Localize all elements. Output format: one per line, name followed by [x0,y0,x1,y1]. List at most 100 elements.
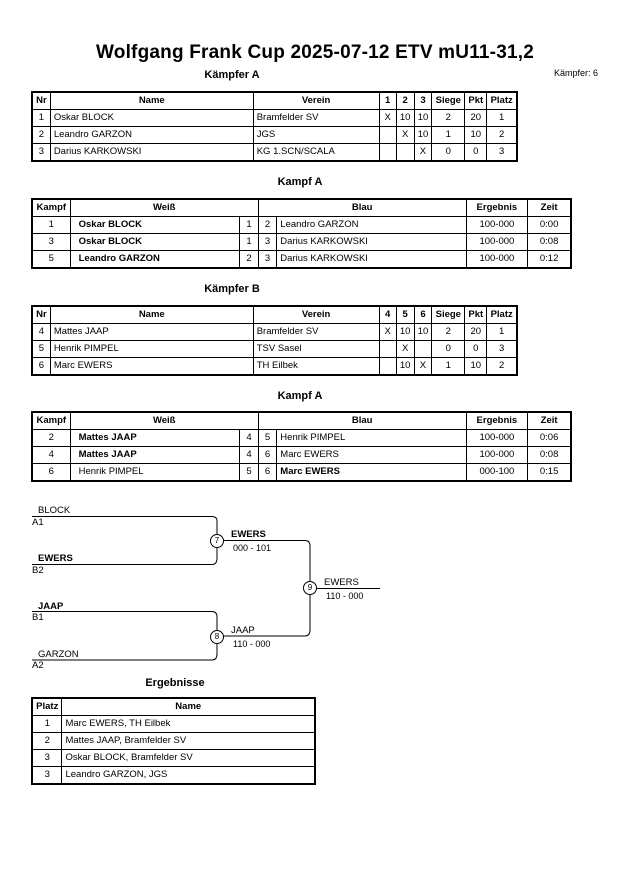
cell-name: Marc EWERS, TH Eilbek [61,715,316,733]
col-time: Zeit [527,411,572,430]
col-place: Platz [31,697,63,716]
col-club: Verein [252,305,380,324]
cell-name: Mattes JAAP [49,323,254,341]
cell-blue-fighter: Marc EWERS [276,446,467,464]
cell-place: 1 [486,109,518,127]
cell-r2: 10 [395,323,415,341]
cell-r2: X [395,340,415,358]
cell-time: 0:00 [527,216,572,234]
col-result: Ergebnis [465,198,529,217]
cell-fight-no: 6 [31,463,71,482]
col-points: Pkt [464,305,488,324]
cell-blue-fighter: Henrik PIMPEL [276,429,467,447]
cell-name: Darius KARKOWSKI [49,143,254,162]
col-white: Weiß [69,198,259,217]
bracket-slot2-name: EWERS [38,553,73,564]
cell-place: 3 [486,143,518,162]
fights-a-header-row: Kampf Weiß Blau Ergebnis Zeit [31,198,572,217]
match-7-node: 7 [210,534,224,548]
cell-club: Bramfelder SV [252,109,380,127]
cell-place: 3 [31,749,63,767]
cell-white-nr: 5 [239,463,259,482]
cell-r1 [378,143,397,162]
cell-club: TSV Sasel [252,340,380,358]
cell-points: 0 [464,143,488,162]
cell-nr: 4 [31,323,51,341]
cell-blue-nr: 3 [257,250,278,269]
cell-place: 3 [486,340,518,358]
match-9-node: 9 [303,581,317,595]
pool-b-heading: Kämpfer B [204,283,260,295]
cell-place: 2 [486,357,518,376]
col-r1: 4 [378,305,397,324]
cell-nr: 3 [31,143,51,162]
results-heading: Ergebnisse [145,677,205,689]
cell-white-nr: 1 [239,216,259,234]
cell-time: 0:06 [527,429,572,447]
col-nr: Nr [31,91,51,110]
col-wins: Siege [431,91,466,110]
col-points: Pkt [464,91,488,110]
cell-r3: 10 [413,109,433,127]
col-name: Name [61,697,316,716]
fights-b-header-row: Kampf Weiß Blau Ergebnis Zeit [31,411,572,430]
col-r3: 6 [413,305,433,324]
cell-place: 1 [486,323,518,341]
col-fight: Kampf [31,411,71,430]
cell-white-fighter: Mattes JAAP [69,429,241,447]
cell-r1: X [378,109,397,127]
cell-club: Bramfelder SV [252,323,380,341]
col-nr: Nr [31,305,51,324]
cell-time: 0:15 [527,463,572,482]
cell-place: 2 [31,732,63,750]
fights-b-heading: Kampf A [277,390,323,402]
results-header-row: Platz Name [31,697,316,716]
cell-wins: 1 [431,126,466,144]
cell-result: 100-000 [465,216,529,234]
bracket-slot1-name: BLOCK [38,505,71,516]
bracket-slot4-name: GARZON [38,649,79,660]
match-8-score: 110 - 000 [233,639,271,649]
cell-blue-fighter: Darius KARKOWSKI [276,250,467,269]
match-7-winner: EWERS [231,529,266,540]
col-wins: Siege [431,305,466,324]
cell-r2 [395,143,415,162]
match-8-winner: JAAP [231,625,255,636]
col-r2: 2 [395,91,415,110]
cell-name: Henrik PIMPEL [49,340,254,358]
cell-wins: 1 [431,357,466,376]
cell-blue-nr: 2 [257,216,278,234]
cell-club: TH Eilbek [252,357,380,376]
cell-r3: 10 [413,126,433,144]
cell-blue-nr: 5 [257,429,278,447]
page-title: Wolfgang Frank Cup 2025-07-12 ETV mU11-3… [95,42,534,63]
cell-r2: 10 [395,109,415,127]
cell-r2: X [395,126,415,144]
col-r3: 3 [413,91,433,110]
cell-result: 100-000 [465,250,529,269]
col-result: Ergebnis [465,411,529,430]
cell-white-fighter: Mattes JAAP [69,446,241,464]
col-r2: 5 [395,305,415,324]
cell-blue-nr: 3 [257,233,278,251]
cell-blue-nr: 6 [257,446,278,464]
bracket-slot3-seed: B1 [32,612,44,623]
cell-name: Marc EWERS [49,357,254,376]
col-place: Platz [486,305,518,324]
cell-wins: 2 [431,323,466,341]
cell-r3 [413,340,433,358]
col-place: Platz [486,91,518,110]
cell-result: 100-000 [465,429,529,447]
